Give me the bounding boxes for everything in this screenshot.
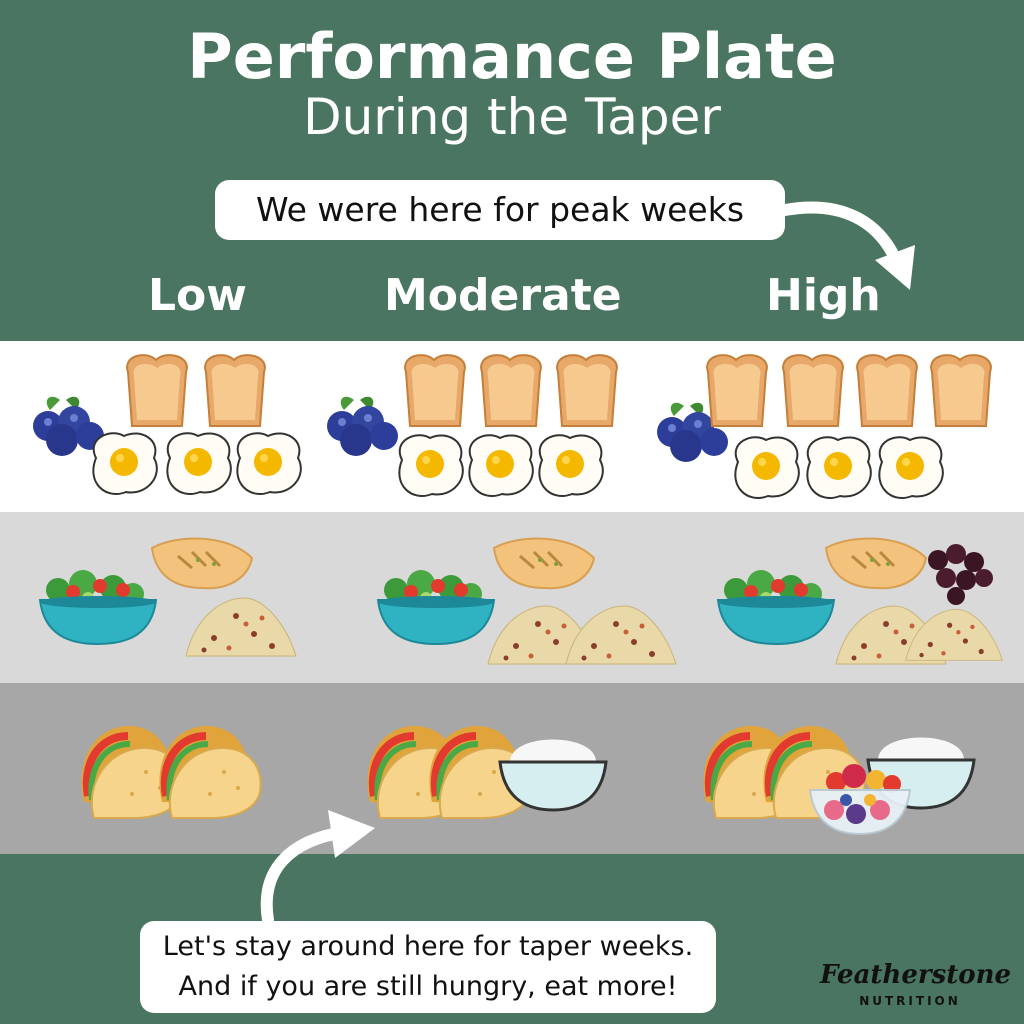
brand-logo: Featherstone NUTRITION bbox=[820, 960, 1012, 1008]
rice-bowl-icon bbox=[498, 738, 608, 812]
salad-bowl-icon bbox=[39, 569, 157, 645]
fried-egg-icon bbox=[166, 432, 232, 495]
grain-pile-icon bbox=[905, 609, 1003, 661]
logo-tagline: NUTRITION bbox=[859, 994, 961, 1008]
fried-egg-icon bbox=[806, 436, 872, 499]
toast-icon bbox=[204, 354, 266, 427]
level-moderate-label: Moderate bbox=[384, 270, 622, 321]
flatbread-icon bbox=[492, 537, 596, 590]
callout-taper-weeks: Let's stay around here for taper weeks. … bbox=[140, 921, 716, 1013]
grain-pile-icon bbox=[565, 605, 677, 665]
toast-icon bbox=[930, 354, 992, 427]
toast-icon bbox=[706, 354, 768, 427]
callout-line-2: And if you are still hungry, eat more! bbox=[178, 971, 678, 1002]
toast-icon bbox=[856, 354, 918, 427]
fried-egg-icon bbox=[538, 434, 604, 497]
logo-wordmark: Featherstone bbox=[820, 960, 1012, 990]
toast-icon bbox=[782, 354, 844, 427]
page-subtitle: During the Taper bbox=[303, 88, 721, 146]
curved-arrow-icon bbox=[260, 810, 375, 926]
curved-arrow-icon bbox=[779, 201, 915, 290]
raisins-icon bbox=[928, 544, 993, 605]
toast-icon bbox=[404, 354, 466, 427]
fried-egg-icon bbox=[734, 436, 800, 499]
callout-peak-weeks: We were here for peak weeks bbox=[215, 180, 785, 240]
level-high-label: High bbox=[766, 270, 881, 321]
callout-line-1: Let's stay around here for taper weeks. bbox=[162, 931, 694, 962]
level-low-label: Low bbox=[148, 270, 247, 321]
fried-egg-icon bbox=[236, 432, 302, 495]
grain-pile-icon bbox=[185, 597, 297, 657]
fried-egg-icon bbox=[92, 432, 158, 495]
fried-egg-icon bbox=[878, 436, 944, 499]
flatbread-icon bbox=[824, 537, 928, 590]
header bbox=[0, 0, 1024, 341]
fried-egg-icon bbox=[468, 434, 534, 497]
toast-icon bbox=[556, 354, 618, 427]
page-title: Performance Plate bbox=[187, 20, 837, 93]
fried-egg-icon bbox=[398, 434, 464, 497]
toast-icon bbox=[126, 354, 188, 427]
fruit-bowl-icon bbox=[809, 763, 911, 835]
salad-bowl-icon bbox=[717, 569, 835, 645]
flatbread-icon bbox=[150, 537, 254, 590]
toast-icon bbox=[480, 354, 542, 427]
salad-bowl-icon bbox=[377, 569, 495, 645]
